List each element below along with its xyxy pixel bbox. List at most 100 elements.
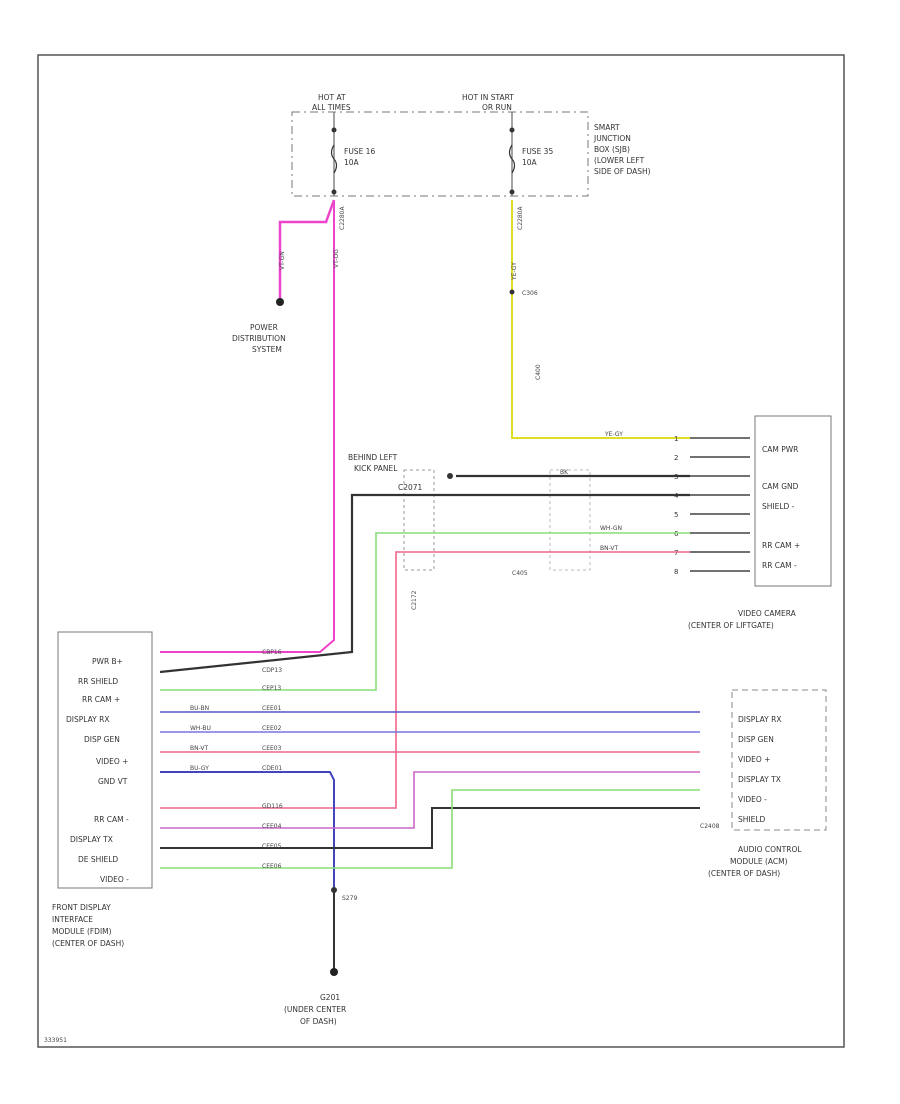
svg-text:DISPLAY TX: DISPLAY TX (738, 775, 781, 784)
camera-name-line2: (CENTER OF LIFTGATE) (688, 621, 774, 630)
svg-text:CEE05: CEE05 (262, 843, 282, 850)
svg-text:S279: S279 (342, 895, 357, 902)
power-distribution-terminal (276, 298, 284, 306)
wire-rr-cam-plus (160, 532, 690, 691)
hot-in-start-line1: HOT IN START (462, 93, 514, 102)
fdim-module: PWR B+ RR SHIELD RR CAM + DISPLAY RX DIS… (52, 631, 153, 948)
svg-text:KICK PANEL: KICK PANEL (354, 464, 398, 473)
power-dist-line3: SYSTEM (252, 345, 282, 354)
svg-text:CEE03: CEE03 (262, 745, 282, 752)
svg-text:VIDEO -: VIDEO - (100, 875, 129, 884)
wire-pwr-b (160, 200, 335, 653)
c2280a-right: C2280A (517, 206, 524, 230)
sjb-line1: SMART (594, 123, 620, 132)
svg-text:RR SHIELD: RR SHIELD (78, 677, 118, 686)
footer-code: 333951 (44, 1037, 67, 1044)
svg-text:FRONT DISPLAY: FRONT DISPLAY (52, 903, 111, 912)
svg-text:VIDEO +: VIDEO + (738, 755, 770, 764)
svg-text:GND VT: GND VT (98, 777, 128, 786)
ign-wire-label: YE-GY (511, 262, 518, 281)
svg-text:RR CAM -: RR CAM - (94, 815, 129, 824)
svg-text:2: 2 (674, 454, 678, 462)
cam-pin-shield: SHIELD - (762, 502, 795, 511)
svg-text:DISPLAY TX: DISPLAY TX (70, 835, 113, 844)
camera-name-line1: VIDEO CAMERA (738, 609, 797, 618)
cam-pin-rr-cam-plus: RR CAM + (762, 541, 800, 550)
cam-pin-cam-pwr: CAM PWR (762, 445, 798, 454)
svg-text:MODULE (ACM): MODULE (ACM) (730, 857, 788, 866)
ignition-feed: YE-GY C306 C400 YE-GY (509, 200, 690, 439)
svg-text:CEP13: CEP13 (262, 685, 281, 692)
video-camera: CAM PWR CAM GND SHIELD - RR CAM + RR CAM… (674, 415, 832, 630)
wire-de-shield (160, 807, 700, 849)
hot-at-all-times-line2: ALL TIMES (312, 103, 351, 112)
ground-g201: S279 G201 (UNDER CENTER OF DASH) (284, 887, 357, 1026)
svg-text:BU-GY: BU-GY (190, 765, 209, 772)
wire-video-minus (160, 789, 700, 869)
sjb-line5: SIDE OF DASH) (594, 167, 651, 176)
c2280a-left: C2280A (339, 206, 346, 230)
fuse-16-rating: 10A (344, 158, 360, 167)
fuse-35-label: FUSE 35 (522, 147, 553, 156)
smart-junction-box: HOT AT ALL TIMES HOT IN START OR RUN FUS… (291, 93, 651, 230)
c2408-label: C2408 (700, 823, 720, 830)
svg-text:(CENTER OF DASH): (CENTER OF DASH) (708, 869, 780, 878)
svg-text:CEE02: CEE02 (262, 725, 282, 732)
svg-text:6: 6 (674, 530, 679, 538)
wire-gnd-vt (160, 771, 335, 890)
svg-text:BK: BK (560, 469, 569, 476)
svg-text:CEE06: CEE06 (262, 863, 282, 870)
diagram-border (37, 54, 845, 1048)
sjb-line3: BOX (SJB) (594, 145, 630, 154)
hot-at-all-times-line1: HOT AT (318, 93, 346, 102)
acm-module: DISPLAY RX DISP GEN VIDEO + DISPLAY TX V… (700, 689, 827, 878)
splice-c306: C306 (522, 290, 538, 297)
svg-text:DISPLAY RX: DISPLAY RX (66, 715, 109, 724)
svg-text:DISP GEN: DISP GEN (84, 735, 120, 744)
svg-text:7: 7 (674, 549, 678, 557)
svg-text:CBP16: CBP16 (262, 649, 282, 656)
svg-text:8: 8 (674, 568, 678, 576)
fuse-16-label: FUSE 16 (344, 147, 375, 156)
sjb-line4: (LOWER LEFT (594, 156, 645, 165)
svg-text:VIDEO -: VIDEO - (738, 795, 767, 804)
svg-text:INTERFACE: INTERFACE (52, 915, 93, 924)
fuse-35-rating: 10A (522, 158, 538, 167)
svg-text:PWR B+: PWR B+ (92, 657, 123, 666)
wire-cam-shield (159, 493, 690, 674)
svg-text:G201: G201 (320, 993, 340, 1002)
c405-label: C405 (512, 570, 528, 577)
svg-text:DE SHIELD: DE SHIELD (78, 855, 118, 864)
svg-text:C2071: C2071 (398, 483, 423, 492)
svg-text:BN-VT: BN-VT (600, 545, 619, 552)
svg-text:OF DASH): OF DASH) (300, 1017, 337, 1026)
svg-text:WH-GN: WH-GN (600, 525, 622, 532)
svg-text:DISPLAY RX: DISPLAY RX (738, 715, 781, 724)
c400-label: C400 (535, 364, 542, 380)
svg-text:5: 5 (674, 511, 678, 519)
svg-text:DISP GEN: DISP GEN (738, 735, 774, 744)
svg-text:GD116: GD116 (262, 803, 283, 810)
svg-text:(CENTER OF DASH): (CENTER OF DASH) (52, 939, 124, 948)
svg-text:WH-BU: WH-BU (190, 725, 211, 732)
svg-text:BN-VT: BN-VT (190, 745, 209, 752)
power-dist-line2: DISTRIBUTION (232, 334, 286, 343)
power-dist-line1: POWER (250, 323, 278, 332)
svg-text:MODULE (FDIM): MODULE (FDIM) (52, 927, 112, 936)
svg-text:CDE01: CDE01 (262, 765, 282, 772)
cam-pin-cam-gnd: CAM GND (762, 482, 799, 491)
power-distribution: VT-GN POWER DISTRIBUTION SYSTEM (232, 199, 336, 354)
svg-text:1: 1 (674, 435, 678, 443)
svg-text:(UNDER CENTER: (UNDER CENTER (284, 1005, 346, 1014)
sjb-line2: JUNCTION (593, 134, 631, 143)
svg-text:CEE01: CEE01 (262, 705, 282, 712)
wire-rr-cam-minus (160, 551, 690, 809)
pwr-wire-label: VT-OG (333, 249, 340, 268)
cam-pin-rr-cam-minus: RR CAM - (762, 561, 797, 570)
pwr-left-wire-label: VT-GN (279, 251, 286, 270)
c2172-label: C2172 (411, 590, 418, 610)
svg-text:VIDEO +: VIDEO + (96, 757, 128, 766)
kick-panel-connector: BEHIND LEFT KICK PANEL C2071 C405 C2172 (348, 453, 591, 610)
ign-cam-wire-label: YE-GY (604, 431, 623, 438)
